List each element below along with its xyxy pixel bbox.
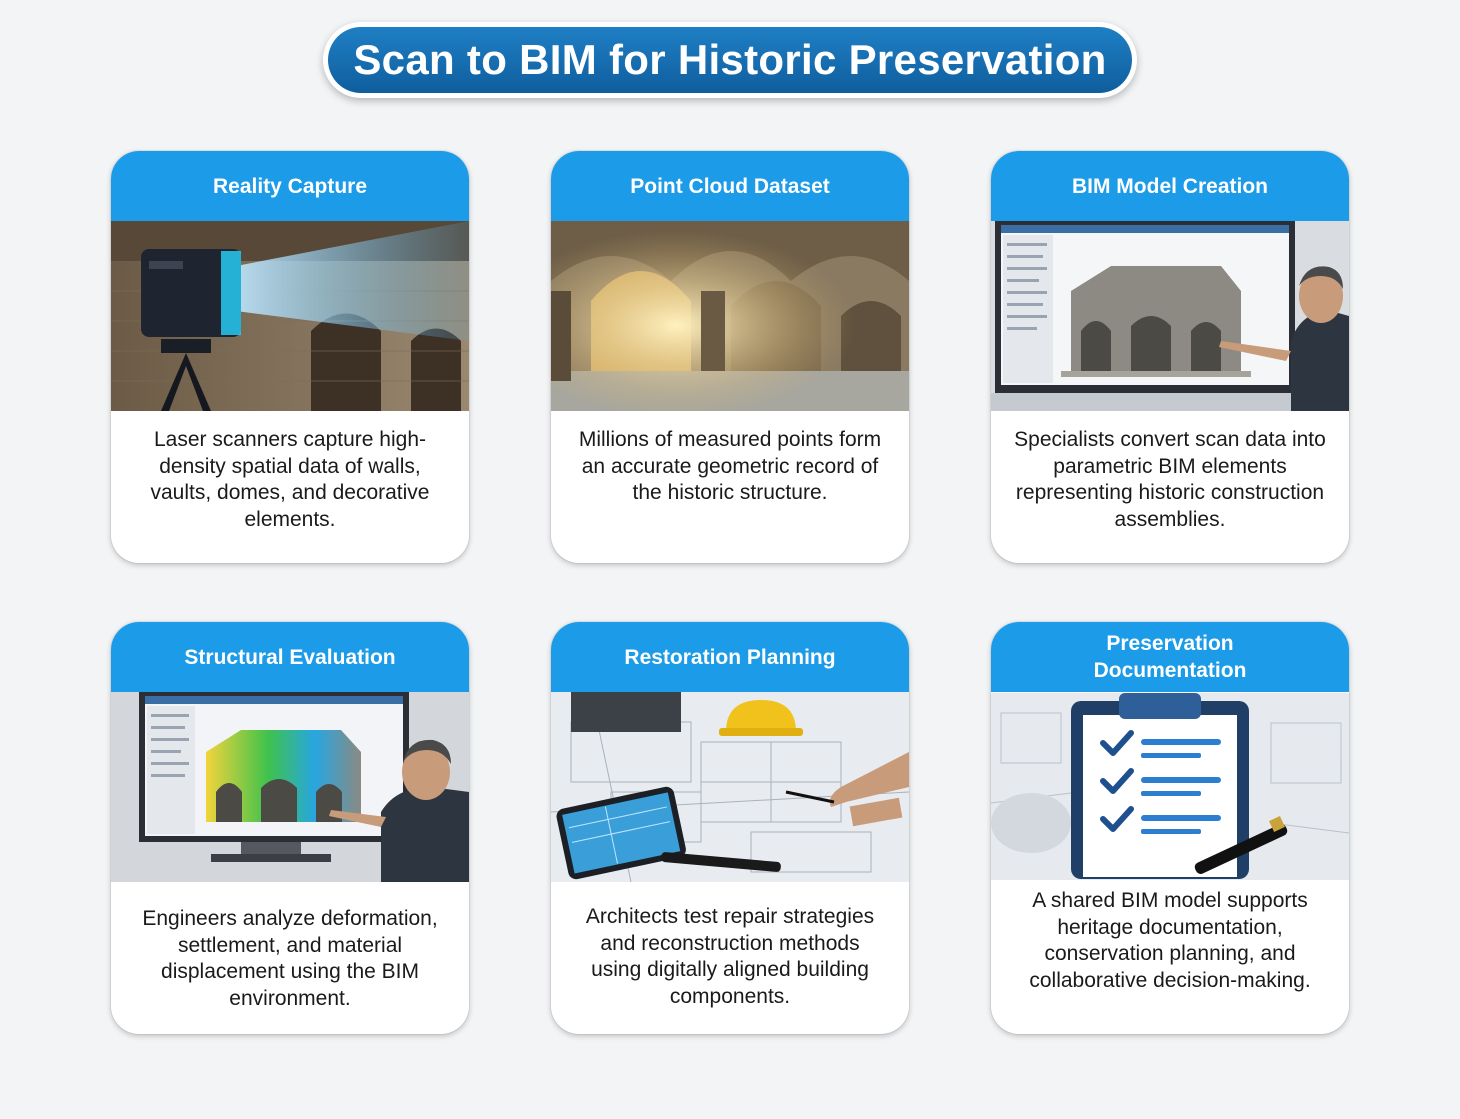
card-title: Structural Evaluation bbox=[184, 645, 396, 669]
card-title: Preservation Documentation bbox=[1093, 632, 1247, 682]
title-banner-fill: Scan to BIM for Historic Preservation bbox=[328, 27, 1132, 93]
card-header: BIM Model Creation bbox=[991, 151, 1349, 221]
card-title: Restoration Planning bbox=[624, 645, 836, 669]
card-description: Architects test repair strategies and re… bbox=[585, 905, 875, 1008]
card-description: Laser scanners capture high-density spat… bbox=[150, 428, 430, 531]
card-header: Reality Capture bbox=[111, 151, 469, 221]
card-preservation-documentation: Preservation Documentation bbox=[991, 622, 1349, 1034]
card-structural-evaluation: Structural Evaluation bbox=[111, 622, 469, 1034]
bim-screen-image bbox=[991, 221, 1349, 411]
card-point-cloud-dataset: Point Cloud Dataset Millions of measured… bbox=[551, 151, 909, 563]
card-header: Structural Evaluation bbox=[111, 622, 469, 692]
card-header: Point Cloud Dataset bbox=[551, 151, 909, 221]
card-header: Preservation Documentation bbox=[991, 622, 1349, 692]
card-description: Engineers analyze deformation, settlemen… bbox=[142, 907, 438, 1010]
card-title: Reality Capture bbox=[212, 174, 368, 198]
card-reality-capture: Reality Capture bbox=[111, 151, 469, 563]
card-header: Restoration Planning bbox=[551, 622, 909, 692]
card-bim-model-creation: BIM Model Creation Speci bbox=[991, 151, 1349, 563]
laser-scanner-image bbox=[111, 221, 469, 411]
card-description: Millions of measured points form an accu… bbox=[578, 428, 882, 504]
clipboard-checklist-image bbox=[991, 692, 1349, 880]
structural-heatmap-image bbox=[111, 692, 469, 882]
page-title: Scan to BIM for Historic Preservation bbox=[353, 36, 1107, 83]
point-cloud-image bbox=[551, 221, 909, 411]
card-description: A shared BIM model supports heritage doc… bbox=[1029, 889, 1311, 992]
title-banner: Scan to BIM for Historic Preservation bbox=[323, 22, 1137, 98]
card-title: Point Cloud Dataset bbox=[630, 174, 830, 198]
card-description: Specialists convert scan data into param… bbox=[1014, 428, 1326, 531]
card-title: BIM Model Creation bbox=[1071, 174, 1268, 198]
blueprints-tablet-image bbox=[551, 692, 909, 882]
card-restoration-planning: Restoration Planning Architects bbox=[551, 622, 909, 1034]
